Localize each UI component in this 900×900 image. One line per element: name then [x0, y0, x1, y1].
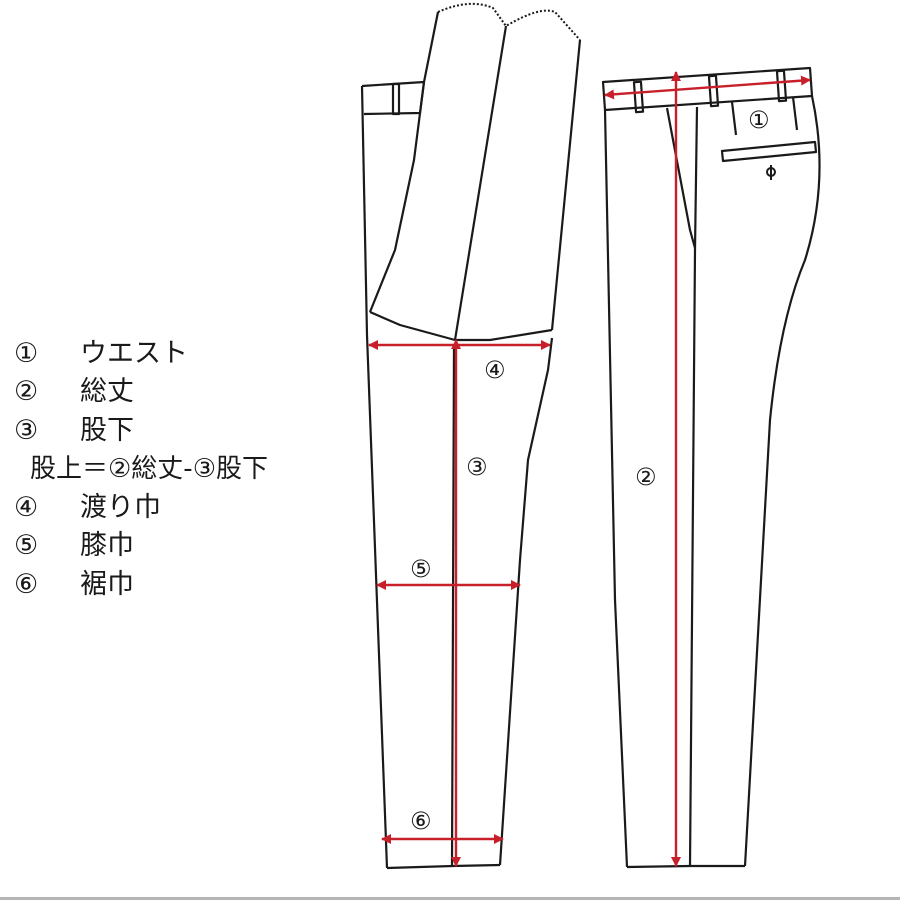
legend-number: ③: [14, 414, 39, 446]
legend-item-hem-width: ⑥ 裾巾: [14, 565, 268, 604]
legend-item-inseam: ③ 股下: [14, 411, 268, 450]
total-length-marker: ②: [635, 463, 657, 491]
legend-number: ⑤: [14, 530, 39, 562]
legend-number: ⑥: [14, 568, 39, 600]
legend-rise-formula: 股上＝②総丈-③股下: [30, 453, 268, 484]
waist-arrow: [604, 75, 811, 100]
legend-label: 股下: [80, 414, 134, 446]
legend-label: 総丈: [80, 376, 134, 408]
legend-number: ②: [14, 376, 39, 408]
thigh-width-marker: ④: [484, 356, 506, 384]
legend-item-total-length: ② 総丈: [14, 373, 268, 412]
knee-width-marker: ⑤: [410, 555, 432, 583]
legend-label: ウエスト: [80, 337, 188, 369]
waist-marker: ①: [748, 106, 770, 134]
inseam-marker: ③: [466, 453, 488, 481]
hem-width-marker: ⑥: [410, 807, 432, 835]
legend-item-knee-width: ⑤ 膝巾: [14, 527, 268, 566]
legend-label: 渡り巾: [80, 491, 161, 523]
legend-label: 裾巾: [80, 568, 134, 600]
measurement-legend: ① ウエスト ② 総丈 ③ 股下 股上＝②総丈-③股下 ④ 渡り巾 ⑤ 膝巾 ⑥…: [14, 334, 268, 604]
legend-label: 膝巾: [80, 530, 134, 562]
legend-item-thigh-width: ④ 渡り巾: [14, 488, 268, 527]
bottom-divider: [0, 897, 900, 900]
legend-number: ①: [14, 337, 39, 369]
fold-dotted-edge: [437, 2, 581, 41]
legend-number: ④: [14, 491, 39, 523]
button-icon: [766, 165, 776, 180]
legend-item-waist: ① ウエスト: [14, 334, 268, 373]
right-pants-outline: [601, 66, 821, 869]
left-pants-outline: [360, 11, 582, 870]
